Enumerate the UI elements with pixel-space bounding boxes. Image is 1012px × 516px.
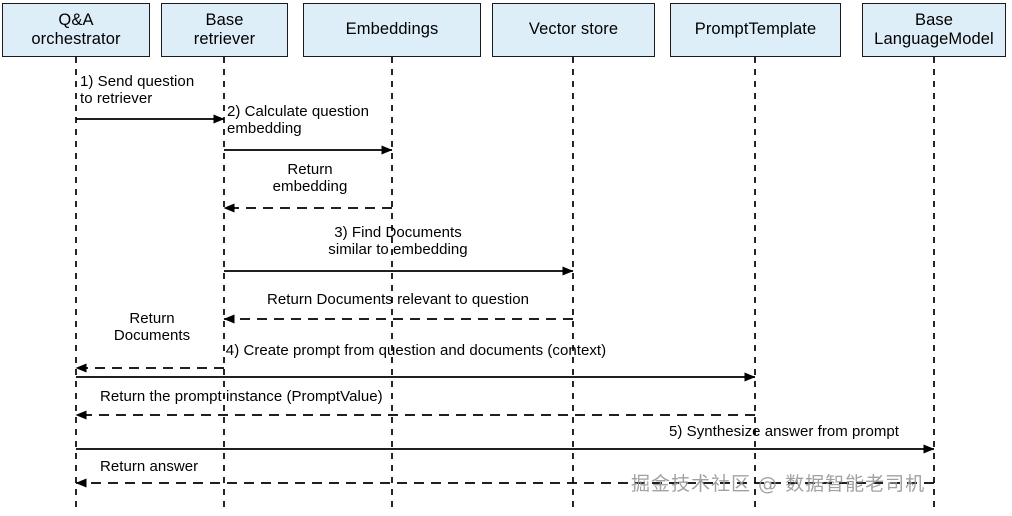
- message-label-m1: 1) Send question to retriever: [80, 73, 195, 107]
- participant-embeddings[interactable]: Embeddings: [303, 3, 481, 57]
- message-label-m3: Return embedding: [272, 161, 348, 195]
- message-label-m4: 3) Find Documents similar to embedding: [328, 224, 468, 258]
- message-arrows-group: [75, 114, 935, 488]
- lifelines-group: [75, 57, 935, 512]
- participant-label: Base retriever: [193, 10, 256, 48]
- participant-qa[interactable]: Q&A orchestrator: [2, 3, 150, 57]
- watermark-text: 掘金技术社区 @ 数据智能老司机: [631, 473, 926, 495]
- participant-retriever[interactable]: Base retriever: [161, 3, 288, 57]
- participant-label: PromptTemplate: [694, 20, 817, 39]
- message-label-m10: Return answer: [100, 458, 199, 475]
- participant-label: Base LanguageModel: [874, 10, 994, 48]
- participant-llm[interactable]: Base LanguageModel: [862, 3, 1006, 57]
- message-label-m5: Return Documents relevant to question: [267, 291, 529, 308]
- message-label-m2: 2) Calculate question embedding: [227, 103, 369, 137]
- participant-label: Q&A orchestrator: [31, 10, 121, 48]
- participant-label: Vector store: [528, 20, 619, 39]
- participant-label: Embeddings: [345, 20, 439, 39]
- message-label-m9: 5) Synthesize answer from prompt: [668, 423, 900, 440]
- participant-vectorstore[interactable]: Vector store: [492, 3, 655, 57]
- participant-prompttemplate[interactable]: PromptTemplate: [670, 3, 841, 57]
- message-label-m6: Return Documents: [113, 310, 191, 344]
- message-label-m7: 4) Create prompt from question and docum…: [225, 342, 607, 359]
- message-label-m8: Return the prompt instance (PromptValue): [100, 388, 383, 405]
